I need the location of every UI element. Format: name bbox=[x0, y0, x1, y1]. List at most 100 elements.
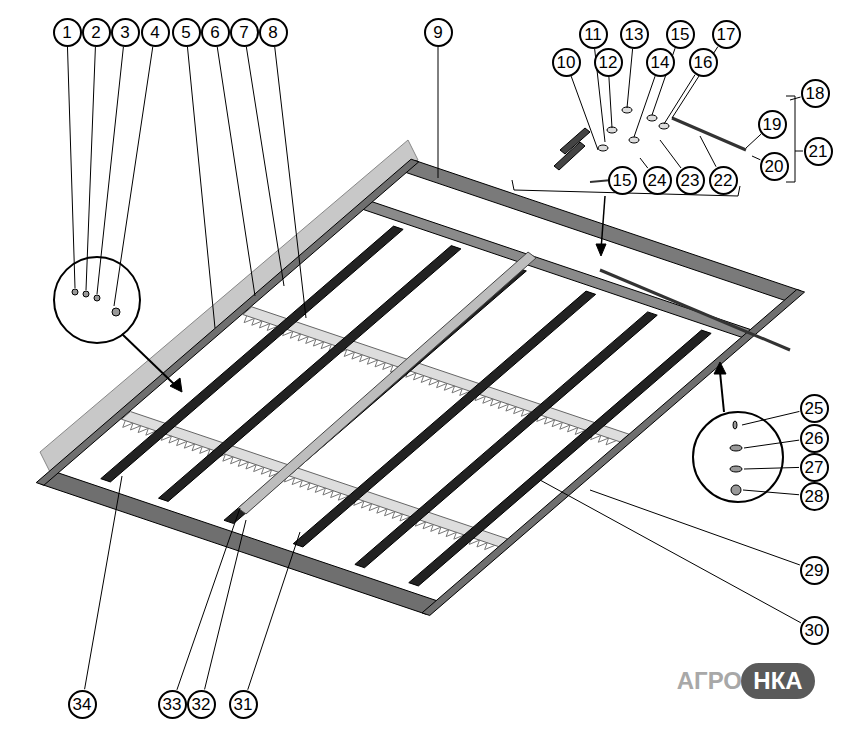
callout-circle: 19 bbox=[758, 110, 787, 139]
callout-circle: 34 bbox=[68, 690, 97, 719]
callout-circle: 24 bbox=[643, 166, 672, 195]
callout-circle: 27 bbox=[800, 453, 829, 482]
callout-number: 2 bbox=[91, 24, 100, 41]
callout-number: 16 bbox=[694, 54, 713, 71]
callout-circle: 3 bbox=[111, 18, 140, 47]
callout-number: 26 bbox=[805, 430, 824, 447]
callout-circle: 9 bbox=[424, 18, 453, 47]
callout-number: 9 bbox=[433, 24, 442, 41]
fastener-part bbox=[730, 466, 742, 472]
callout-number: 10 bbox=[557, 54, 576, 71]
callout-circle: 13 bbox=[620, 20, 649, 49]
fastener-part bbox=[112, 308, 120, 316]
callout-number: 28 bbox=[805, 488, 824, 505]
leader-line bbox=[590, 490, 800, 565]
left-rail bbox=[36, 159, 419, 485]
callout-number: 6 bbox=[210, 24, 219, 41]
callout-circle: 26 bbox=[800, 424, 829, 453]
callout-circle: 10 bbox=[552, 48, 581, 77]
callout-number: 15 bbox=[613, 172, 632, 189]
callout-number: 15 bbox=[671, 26, 690, 43]
leader-line bbox=[97, 47, 123, 294]
leader-line bbox=[795, 151, 803, 152]
beam bbox=[409, 330, 711, 586]
callout-circle: 15 bbox=[666, 20, 695, 49]
plate-part bbox=[554, 142, 585, 170]
leader-line bbox=[67, 47, 75, 288]
leader-line bbox=[752, 156, 760, 160]
leader-line bbox=[217, 47, 255, 296]
callout-circle: 20 bbox=[760, 152, 789, 181]
fastener-part bbox=[733, 421, 737, 429]
callout-number: 32 bbox=[192, 696, 211, 713]
callout-circle: 1 bbox=[53, 18, 82, 47]
callout-circle: 15 bbox=[608, 166, 637, 195]
callout-circle: 2 bbox=[82, 18, 111, 47]
rod bbox=[600, 270, 790, 350]
callout-number: 21 bbox=[809, 143, 828, 160]
pointer-arrow bbox=[122, 334, 176, 386]
detail-circle bbox=[693, 412, 783, 502]
detail-circle bbox=[54, 257, 140, 343]
callout-number: 3 bbox=[120, 24, 129, 41]
beam bbox=[355, 312, 657, 568]
fastener-part bbox=[83, 291, 89, 297]
base-sheet bbox=[48, 170, 790, 608]
leader-line bbox=[540, 480, 801, 623]
callout-number: 20 bbox=[765, 158, 784, 175]
beam bbox=[159, 246, 461, 502]
washer-part bbox=[629, 137, 639, 143]
callout-circle: 32 bbox=[187, 690, 216, 719]
beam bbox=[101, 226, 403, 482]
callout-number: 7 bbox=[239, 24, 248, 41]
callout-circle: 33 bbox=[158, 690, 187, 719]
leader-line bbox=[85, 476, 122, 689]
leader-line bbox=[248, 532, 300, 690]
fastener-part bbox=[94, 295, 100, 301]
callout-number: 27 bbox=[805, 459, 824, 476]
leader-line bbox=[742, 411, 799, 425]
bolt-part bbox=[672, 118, 746, 150]
leader-line bbox=[743, 490, 799, 495]
callout-circle: 17 bbox=[712, 20, 741, 49]
callout-number: 24 bbox=[648, 172, 667, 189]
leader-line bbox=[664, 75, 695, 124]
callout-circle: 11 bbox=[579, 20, 608, 49]
callout-number: 12 bbox=[599, 54, 618, 71]
leader-line bbox=[660, 140, 681, 168]
callout-circle: 28 bbox=[800, 482, 829, 511]
leader-line bbox=[571, 76, 598, 150]
callout-circle: 6 bbox=[201, 18, 230, 47]
callout-circle: 7 bbox=[230, 18, 259, 47]
callout-number: 17 bbox=[717, 26, 736, 43]
callout-number: 13 bbox=[625, 26, 644, 43]
leader-line bbox=[177, 508, 240, 690]
leader-line bbox=[672, 47, 718, 118]
callout-number: 19 bbox=[763, 116, 782, 133]
callout-number: 11 bbox=[584, 26, 602, 43]
callout-number: 22 bbox=[714, 172, 733, 189]
leader-line bbox=[746, 134, 761, 148]
callout-circle: 29 bbox=[800, 556, 829, 585]
callout-circle: 31 bbox=[229, 690, 258, 719]
callout-number: 1 bbox=[62, 24, 71, 41]
leader-line bbox=[790, 97, 801, 100]
leader-line bbox=[438, 47, 439, 178]
callout-number: 18 bbox=[806, 85, 825, 102]
callout-circle: 12 bbox=[594, 48, 623, 77]
callout-circle: 30 bbox=[800, 616, 829, 645]
washer-part bbox=[647, 115, 657, 121]
leader-line bbox=[744, 467, 799, 469]
callout-number: 23 bbox=[681, 172, 700, 189]
callout-circle: 25 bbox=[800, 394, 829, 423]
callout-circle: 18 bbox=[801, 79, 830, 108]
leader-line bbox=[187, 47, 215, 328]
callout-number: 25 bbox=[805, 400, 824, 417]
callout-number: 29 bbox=[805, 562, 824, 579]
callout-circle: 21 bbox=[804, 137, 833, 166]
callout-circle: 22 bbox=[709, 166, 738, 195]
callout-number: 5 bbox=[181, 24, 190, 41]
leader-line bbox=[700, 136, 716, 167]
leader-line bbox=[634, 76, 655, 137]
